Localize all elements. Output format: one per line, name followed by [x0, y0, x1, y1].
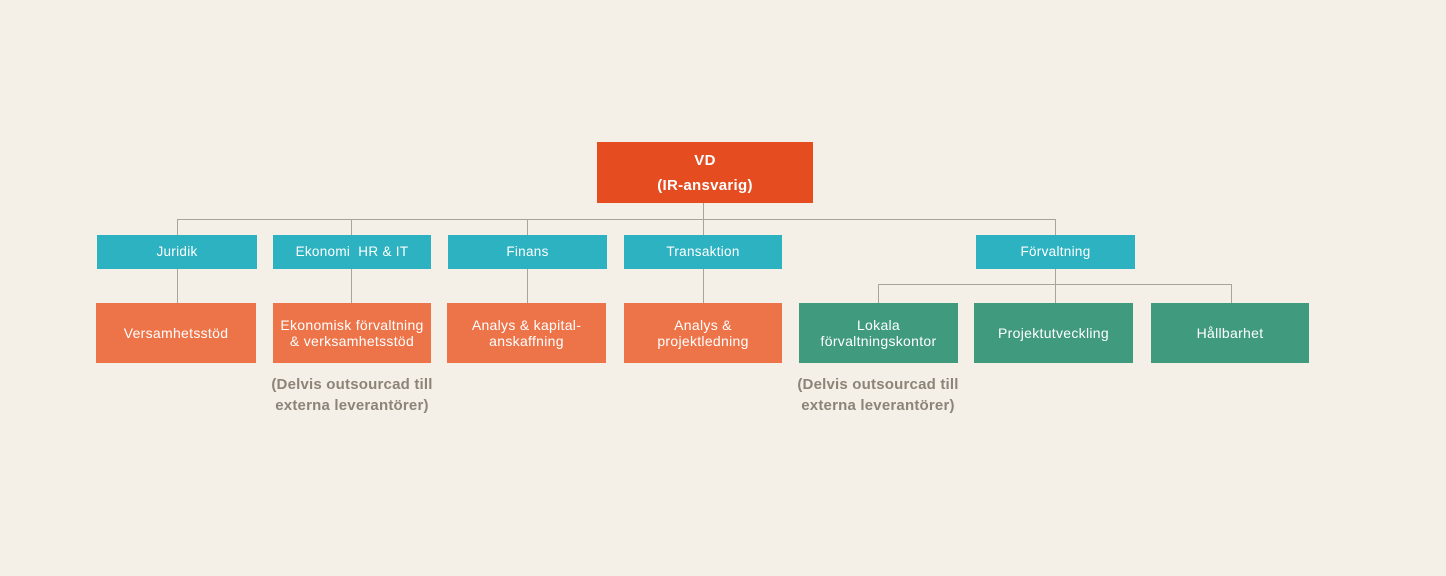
node-ekonomi-hr-it-label: Ekonomi HR & IT [295, 244, 409, 259]
node-transaktion: Transaktion [624, 235, 782, 269]
node-projektutveckling: Projektutveckling [974, 303, 1133, 363]
connector-drop-projektutveckling [1055, 284, 1056, 303]
node-analys-projektledning: Analys & projektledning [624, 303, 782, 363]
node-projektutveckling-label: Projektutveckling [998, 324, 1109, 341]
node-ekonomisk-forvaltning-label: Ekonomisk förvaltning & verksamhetsstöd [280, 316, 424, 350]
note-outsourcing-lokala: (Delvis outsourcad till externa leverant… [797, 376, 959, 414]
node-hallbarhet-label: Hållbarhet [1196, 324, 1264, 341]
node-versamhetsstod-label: Versamhetsstöd [123, 324, 229, 341]
node-forvaltning-label: Förvaltning [1020, 244, 1091, 259]
node-juridik: Juridik [97, 235, 257, 269]
connector-drop-finans [527, 219, 528, 235]
node-transaktion-label: Transaktion [666, 244, 740, 259]
connector-drop-ekonomi [351, 219, 352, 235]
connector-juridik-child [177, 269, 178, 303]
node-analys-projektledning-label: Analys & projektledning [657, 316, 749, 350]
node-vd: VD (IR-ansvarig) [597, 142, 813, 203]
connector-ekonomi-child [351, 269, 352, 303]
connector-drop-juridik [177, 219, 178, 235]
connector-drop-forvaltning [1055, 219, 1056, 235]
node-finans-label: Finans [506, 244, 549, 259]
node-lokala-forvaltningskontor-label: Lokala förvaltningskontor [820, 316, 937, 350]
node-juridik-label: Juridik [156, 244, 198, 259]
connector-forvaltning-trunk [1055, 269, 1056, 284]
connector-drop-hallbarhet [1231, 284, 1232, 303]
connector-finans-child [527, 269, 528, 303]
node-forvaltning: Förvaltning [976, 235, 1135, 269]
node-lokala-forvaltningskontor: Lokala förvaltningskontor [799, 303, 958, 363]
node-hallbarhet: Hållbarhet [1151, 303, 1309, 363]
connector-drop-lokala [878, 284, 879, 303]
node-analys-kapitalanskaffning: Analys & kapital- anskaffning [447, 303, 606, 363]
connector-transaktion-child [703, 269, 704, 303]
connector-main-horizontal [177, 219, 1056, 220]
node-ekonomisk-forvaltning: Ekonomisk förvaltning & verksamhetsstöd [273, 303, 431, 363]
node-finans: Finans [448, 235, 607, 269]
node-versamhetsstod: Versamhetsstöd [96, 303, 256, 363]
node-vd-label: VD (IR-ansvarig) [657, 151, 753, 194]
note-outsourcing-ekonomi: (Delvis outsourcad till externa leverant… [271, 376, 433, 414]
node-ekonomi-hr-it: Ekonomi HR & IT [273, 235, 431, 269]
node-analys-kapitalanskaffning-label: Analys & kapital- anskaffning [471, 316, 582, 350]
connector-forvaltning-horizontal [878, 284, 1231, 285]
